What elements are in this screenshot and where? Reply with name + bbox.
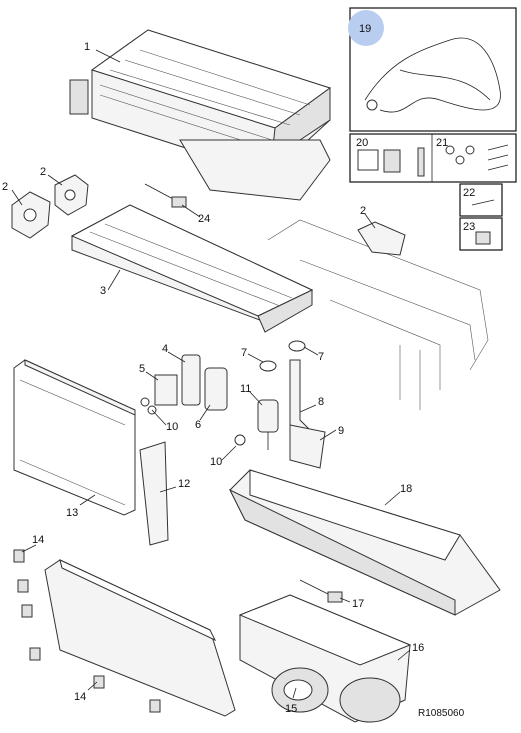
part-8-9-heater-pipes[interactable] [289,359,326,469]
part-7-grommet-b[interactable] [288,340,306,352]
callout-10-b: 10 [210,456,222,468]
callout-18: 18 [400,483,412,495]
part-4-seal[interactable] [181,354,201,406]
part-2-actuator-left[interactable] [11,174,89,239]
part-24-sensor[interactable] [144,183,187,208]
lower-cover[interactable] [44,559,236,717]
callout-8: 8 [318,396,324,408]
callout-12: 12 [178,478,190,490]
callout-2-a: 2 [2,181,8,193]
callout-24: 24 [198,213,210,225]
callout-14-b: 14 [74,691,86,703]
callout-2-b: 2 [40,166,46,178]
callout-23: 23 [463,221,475,233]
part-5-expansion-valve[interactable] [154,374,178,406]
part-19-highlight-circle [348,10,384,46]
part-1-heater-housing[interactable] [69,29,332,201]
part-15-fan[interactable] [283,679,313,701]
dashboard-frame [267,219,489,410]
callout-4: 4 [162,343,168,355]
part-23-box[interactable] [459,217,503,251]
part-16-blower-housing[interactable] [238,594,412,723]
callout-9: 9 [338,425,344,437]
callout-10-a: 10 [166,421,178,433]
callout-1: 1 [84,41,90,53]
callout-11: 11 [240,383,251,395]
part-17-sensor[interactable] [299,579,343,603]
callout-22: 22 [463,187,475,199]
part-10-o-ring-b[interactable] [234,434,246,446]
callout-3: 3 [100,285,106,297]
part-7-grommet-a[interactable] [259,360,277,372]
callout-2-c: 2 [360,205,366,217]
callout-7-a: 7 [241,347,247,359]
callout-14-a: 14 [32,534,44,546]
callout-20: 20 [356,137,368,149]
callout-5: 5 [139,363,145,375]
callout-15: 15 [285,703,297,715]
parts-20-21-box[interactable] [349,133,517,183]
part-18-lower-housing[interactable] [228,469,501,616]
part-3-heater-core[interactable] [70,204,314,333]
part-22-box[interactable] [459,183,503,217]
part-13-evaporator[interactable] [13,359,136,516]
leader-lines [11,49,411,699]
reference-code: R1085060 [418,708,465,719]
part-14-clips[interactable] [13,549,161,713]
part-19-wiring-harness-box[interactable] [348,7,517,132]
part-12-bracket[interactable] [139,441,169,546]
callout-6: 6 [195,419,201,431]
part-11-water-valve[interactable] [257,399,279,450]
part-6-seal[interactable] [204,367,228,411]
callout-21: 21 [436,137,448,149]
callout-17: 17 [352,598,364,610]
callout-7-b: 7 [318,351,324,363]
callout-labels: 1 2 2 2 3 4 5 6 7 7 8 9 10 10 11 12 13 1… [2,23,475,715]
callout-16: 16 [412,642,424,654]
callout-13: 13 [66,507,78,519]
callout-19: 19 [359,23,371,35]
